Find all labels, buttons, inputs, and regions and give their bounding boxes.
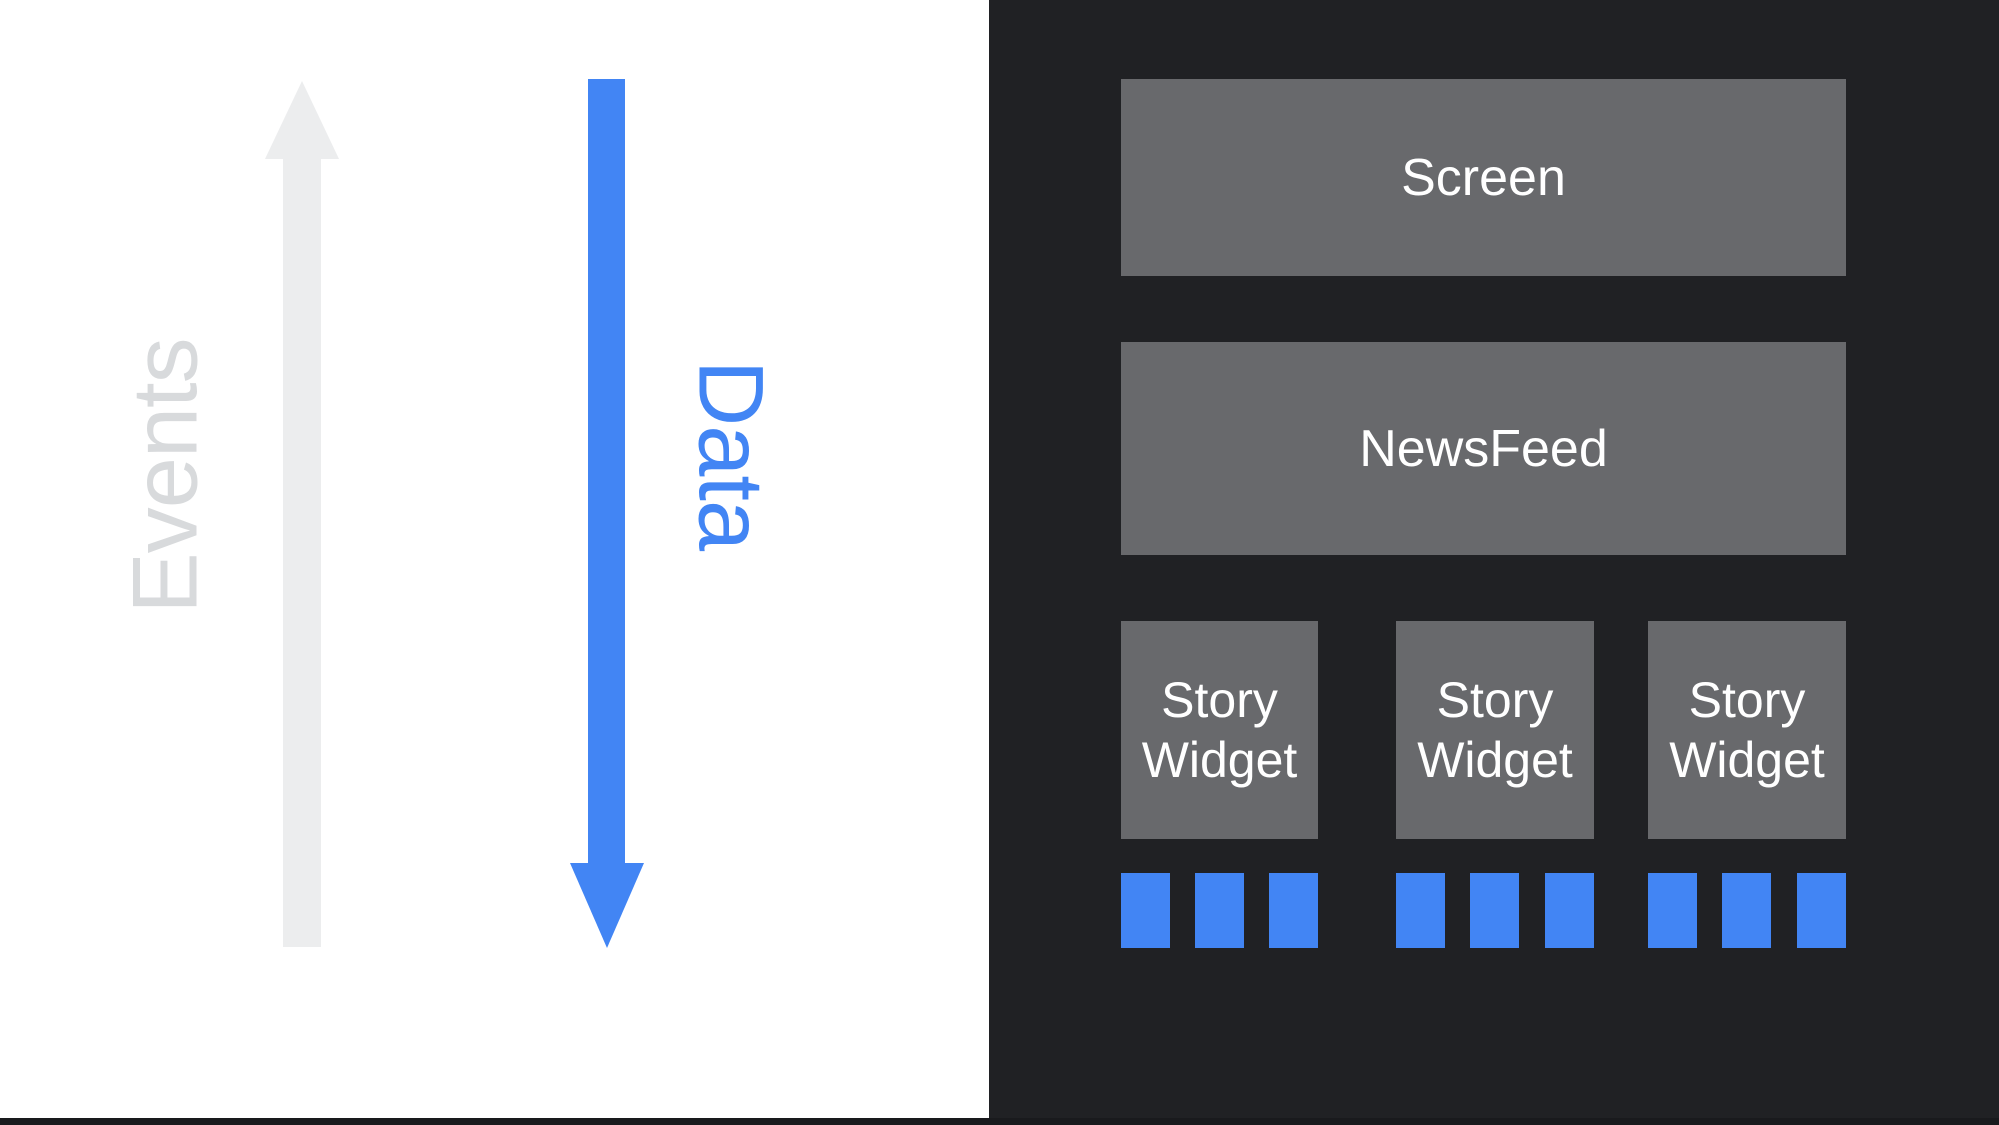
state-block xyxy=(1396,873,1445,948)
story-widget-box: Story Widget xyxy=(1121,621,1318,839)
screen-box: Screen xyxy=(1121,79,1846,276)
events-arrow-shaft xyxy=(283,158,321,947)
data-arrow-shaft xyxy=(588,79,625,864)
events-arrow-up-icon xyxy=(265,81,339,159)
state-block xyxy=(1269,873,1318,948)
state-block xyxy=(1797,873,1846,948)
state-block xyxy=(1121,873,1170,948)
state-block xyxy=(1470,873,1519,948)
story-widget-box: Story Widget xyxy=(1396,621,1594,839)
story-widget-label: Story Widget xyxy=(1417,672,1573,788)
story-widget-box: Story Widget xyxy=(1648,621,1846,839)
data-arrow-down-icon xyxy=(570,863,644,948)
state-block xyxy=(1722,873,1771,948)
slide-bottom-edge xyxy=(0,1118,1999,1125)
events-label: Events xyxy=(114,338,217,614)
data-label: Data xyxy=(679,359,782,551)
newsfeed-label: NewsFeed xyxy=(1359,419,1608,478)
state-block xyxy=(1648,873,1697,948)
state-block xyxy=(1195,873,1244,948)
story-widget-label: Story Widget xyxy=(1669,672,1825,788)
state-block xyxy=(1545,873,1594,948)
screen-label: Screen xyxy=(1401,148,1566,207)
newsfeed-box: NewsFeed xyxy=(1121,342,1846,555)
story-widget-label: Story Widget xyxy=(1141,672,1298,788)
